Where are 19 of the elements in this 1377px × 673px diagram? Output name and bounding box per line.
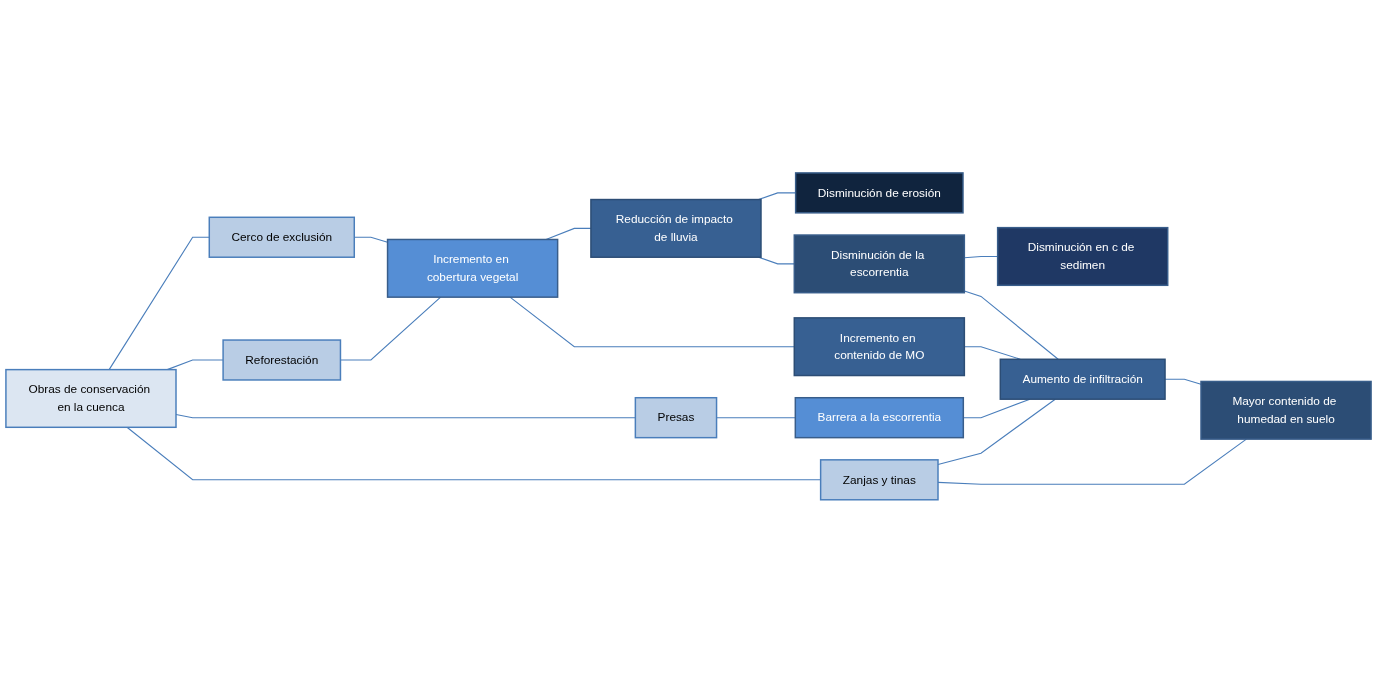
node-box: Disminución en c de sedimen	[996, 227, 1169, 287]
node-box: Zanjas y tinas	[819, 459, 939, 501]
node-box: Presas	[634, 397, 718, 439]
node-box: Obras de conservación en la cuenca	[5, 369, 177, 429]
connector	[716, 417, 796, 419]
connector	[963, 290, 1059, 360]
node-box: Mayor contenido de humedad en suelo	[1200, 380, 1372, 441]
node-box: Disminución de erosión	[794, 172, 964, 214]
connector	[108, 236, 210, 371]
node-box: Reducción de impacto de lluvia	[590, 198, 762, 259]
node-box: Barrera a la escorrentia	[794, 397, 965, 439]
connector	[758, 256, 795, 265]
node-box: Disminución de la escorrentia	[793, 234, 966, 294]
node-box: Incremento en contenido de MO	[793, 317, 966, 377]
node-box: Aumento de infiltración	[999, 358, 1166, 401]
node-box: Reforestación	[222, 339, 342, 381]
connector	[509, 296, 795, 348]
node-box: Cerco de exclusión	[208, 216, 355, 259]
node-box: Incremento en cobertura vegetal	[386, 238, 559, 299]
